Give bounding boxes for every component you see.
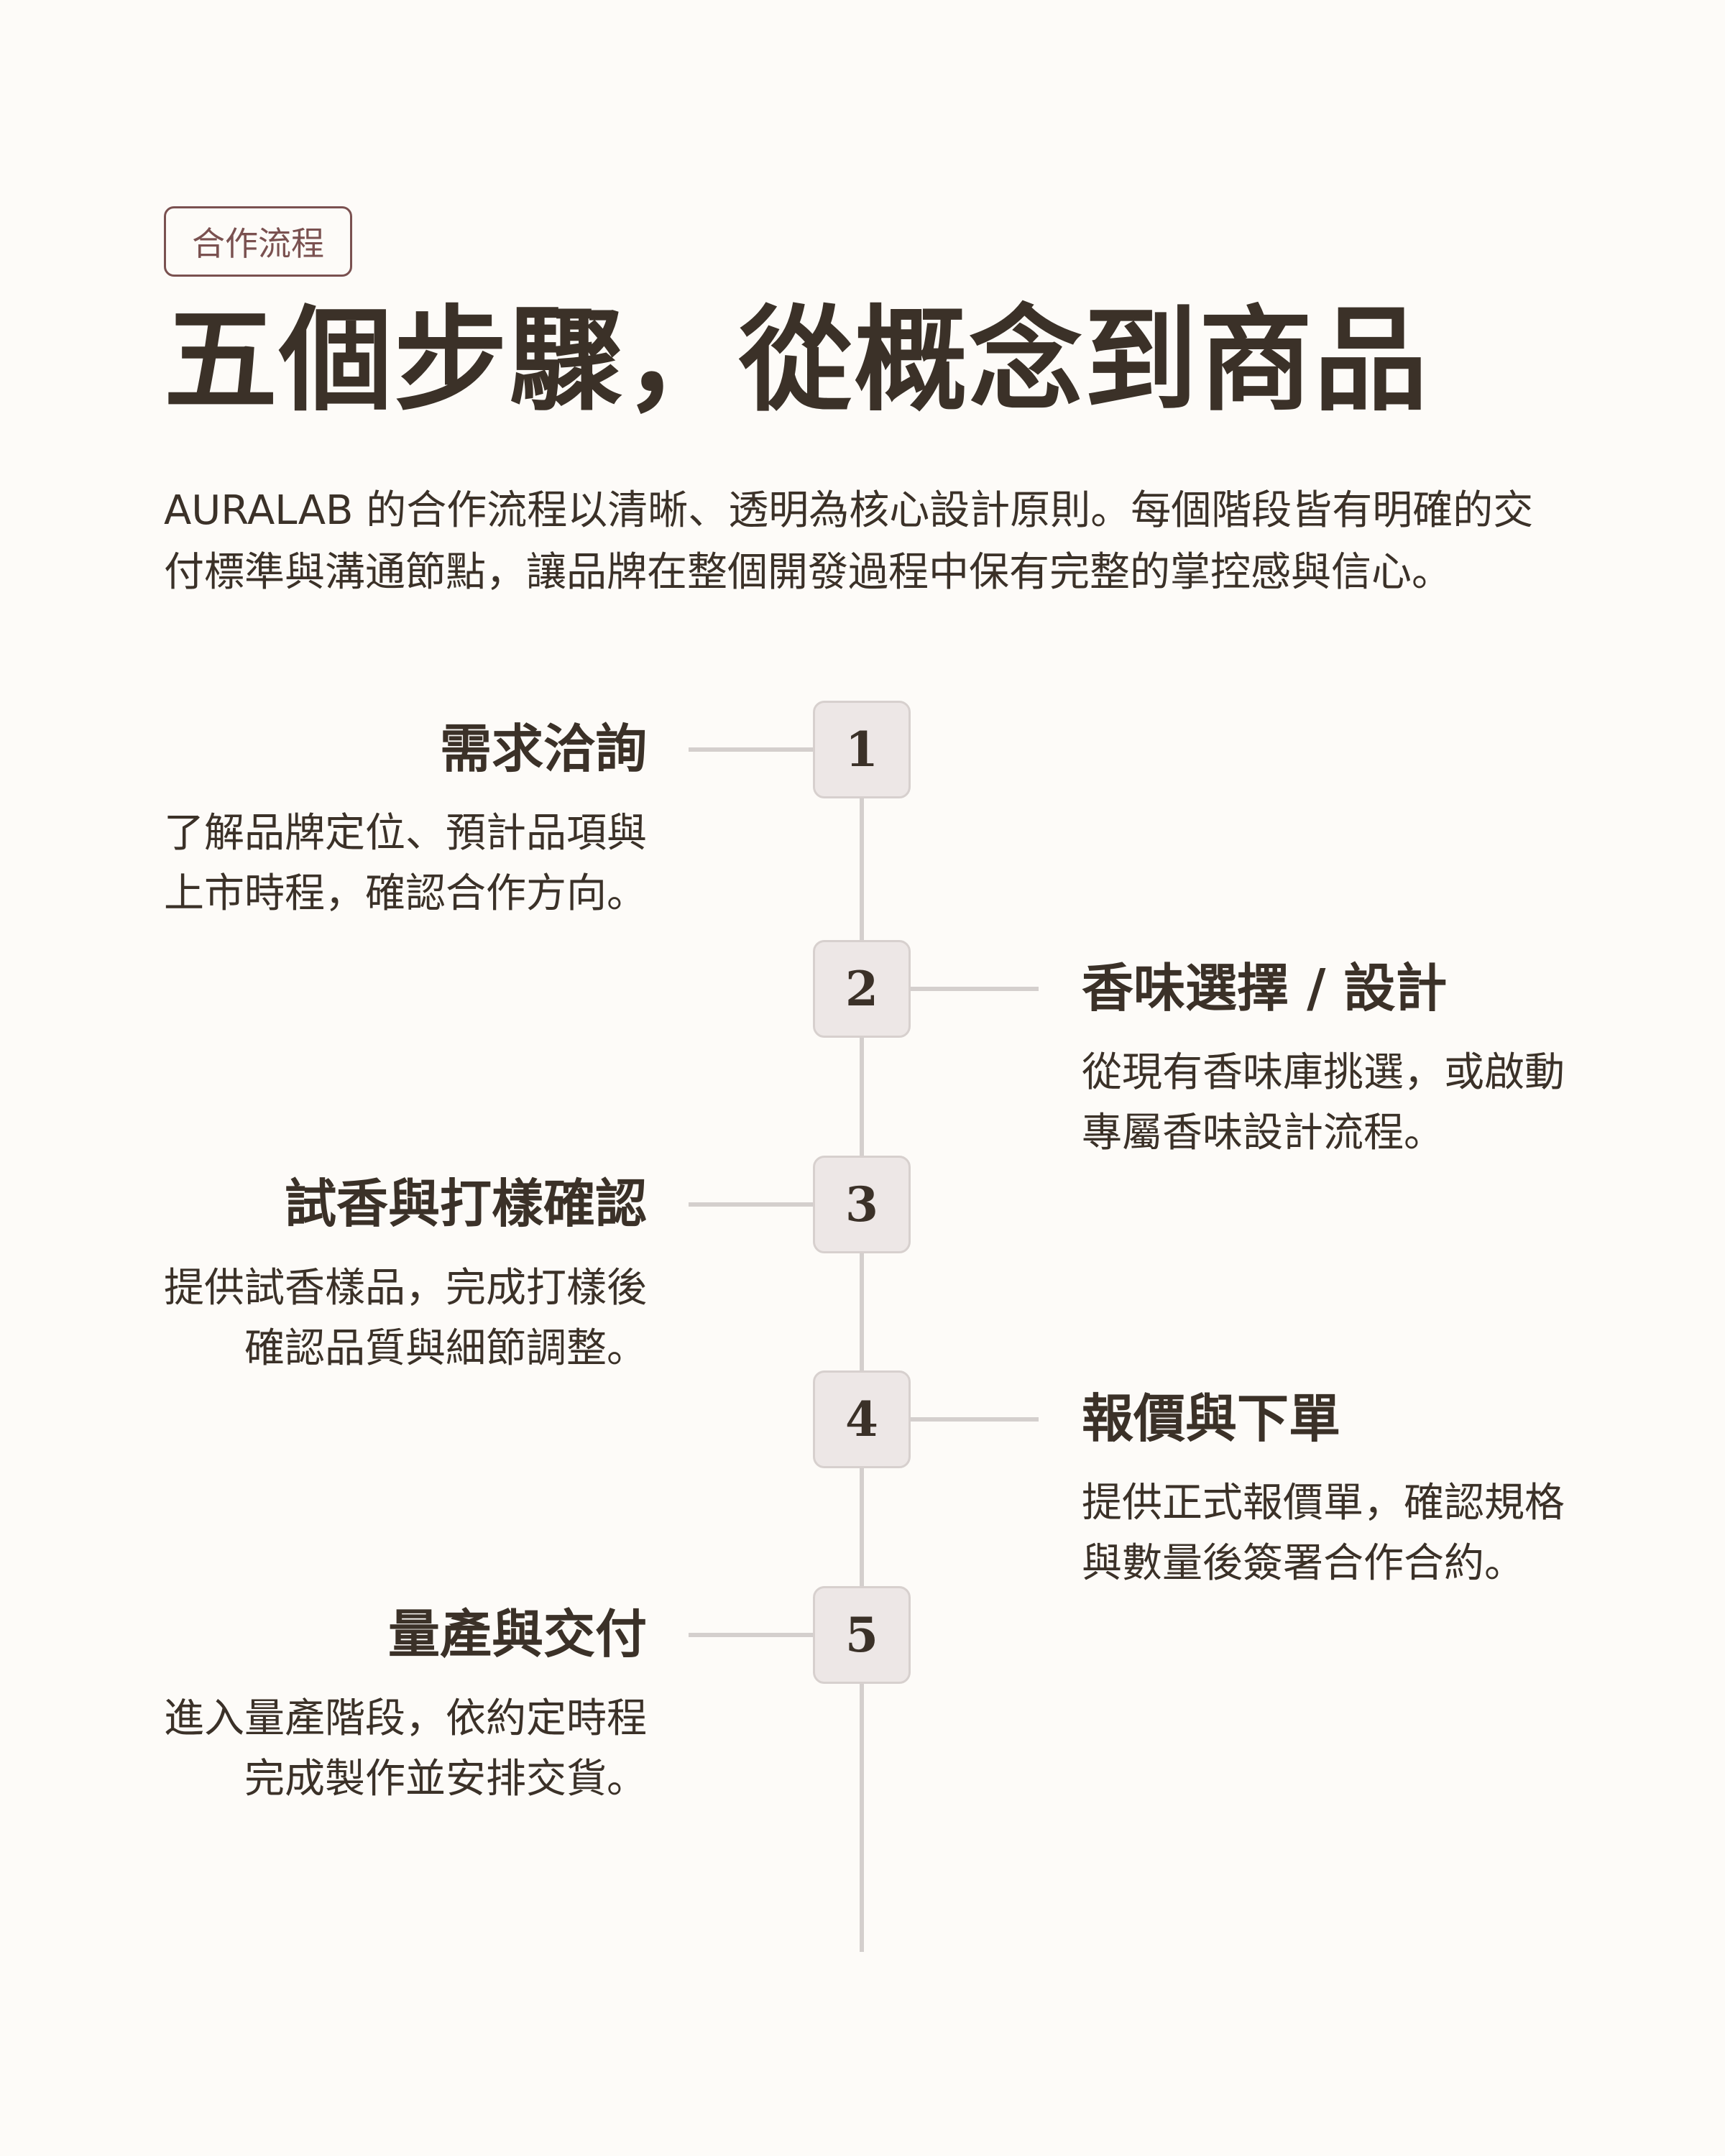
timeline-connector-1 [689,747,814,752]
step-number-badge-2: 2 [813,940,911,1038]
step-title: 報價與下單 [1082,1388,1341,1449]
page-title: 五個步驟，從概念到商品 [164,295,1429,427]
timeline-axis [860,747,864,1952]
timeline-connector-3 [689,1202,814,1207]
timeline-connector-5 [689,1633,814,1637]
timeline-step-1: 需求洽詢 了解品牌定位、預計品項與上市時程，確認合作方向。 [164,713,647,924]
step-number-badge-4: 4 [813,1370,911,1468]
step-description: 從現有香味庫挑選，或啟動專屬香味設計流程。 [1082,1049,1565,1156]
section-tag: 合作流程 [164,206,352,277]
step-title: 香味選擇 / 設計 [1082,958,1448,1018]
intro-paragraph: AURALAB 的合作流程以清晰、透明為核心設計原則。每個階段皆有明確的交付標準… [164,487,1534,596]
step-title: 量產與交付 [387,1604,647,1664]
step-description: 提供試香樣品，完成打樣後確認品質與細節調整。 [164,1265,647,1372]
timeline-connector-4 [911,1417,1039,1422]
timeline-step-5: 量產與交付 進入量產階段，依約定時程完成製作並安排交貨。 [164,1598,647,1810]
timeline-connector-2 [911,987,1039,991]
step-number-badge-3: 3 [813,1156,911,1253]
step-title: 需求洽詢 [439,719,647,779]
step-number-badge-1: 1 [813,701,911,798]
step-description: 提供正式報價單，確認規格與數量後簽署合作合約。 [1082,1480,1565,1587]
step-description: 了解品牌定位、預計品項與上市時程，確認合作方向。 [164,810,647,917]
step-description: 進入量產階段，依約定時程完成製作並安排交貨。 [164,1695,647,1802]
step-number-badge-5: 5 [813,1586,911,1684]
timeline-step-3: 試香與打樣確認 提供試香樣品，完成打樣後確認品質與細節調整。 [164,1168,647,1379]
timeline-step-2: 香味選擇 / 設計 從現有香味庫挑選，或啟動專屬香味設計流程。 [1082,952,1565,1164]
step-title: 試香與打樣確認 [284,1174,647,1234]
timeline-step-4: 報價與下單 提供正式報價單，確認規格與數量後簽署合作合約。 [1082,1383,1565,1594]
